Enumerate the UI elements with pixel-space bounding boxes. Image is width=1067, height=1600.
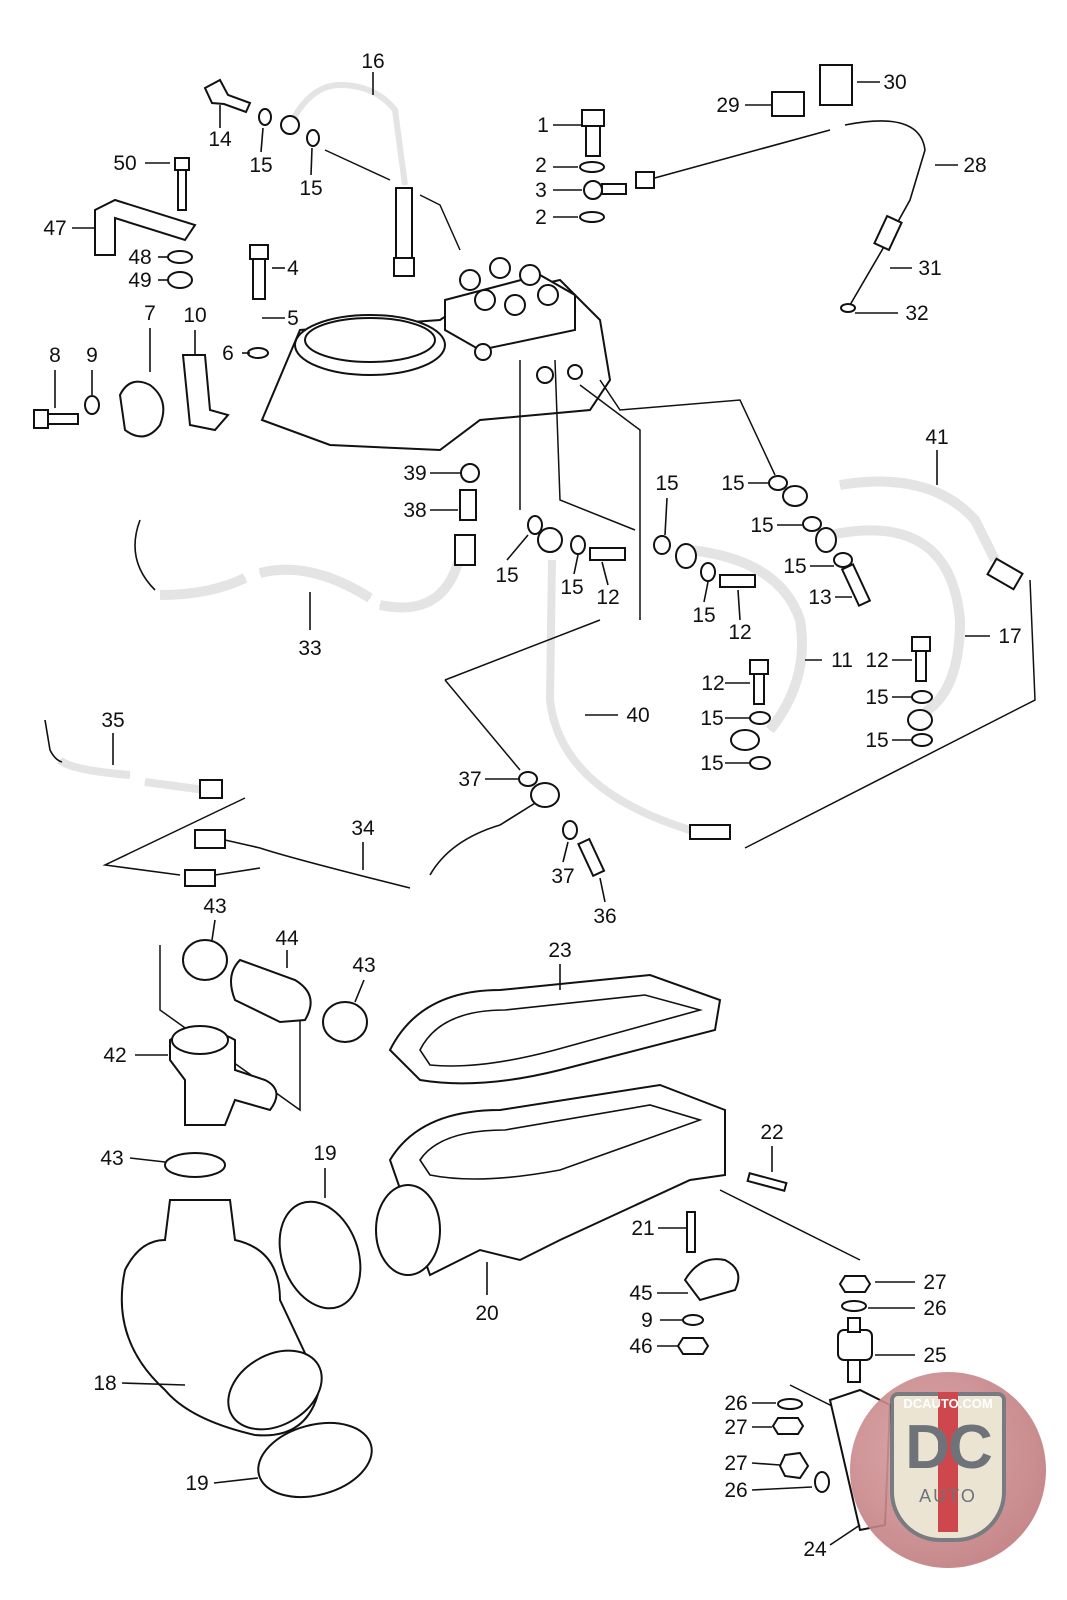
logo-stripe [938, 1392, 958, 1532]
bolts [33, 78, 931, 878]
nuts [676, 1275, 872, 1480]
dcauto-watermark-logo: DCAUTO.COM DC AUTO [850, 1372, 1046, 1568]
logo-mark-text: DC [905, 1413, 993, 1482]
fuel-hoses [44, 476, 1000, 889]
washers [84, 108, 933, 1493]
fuel-distributor-airflow-sensor [260, 257, 612, 452]
logo-site-text: DCAUTO.COM [903, 1396, 993, 1411]
logo-sub-text: AUTO [919, 1486, 977, 1506]
